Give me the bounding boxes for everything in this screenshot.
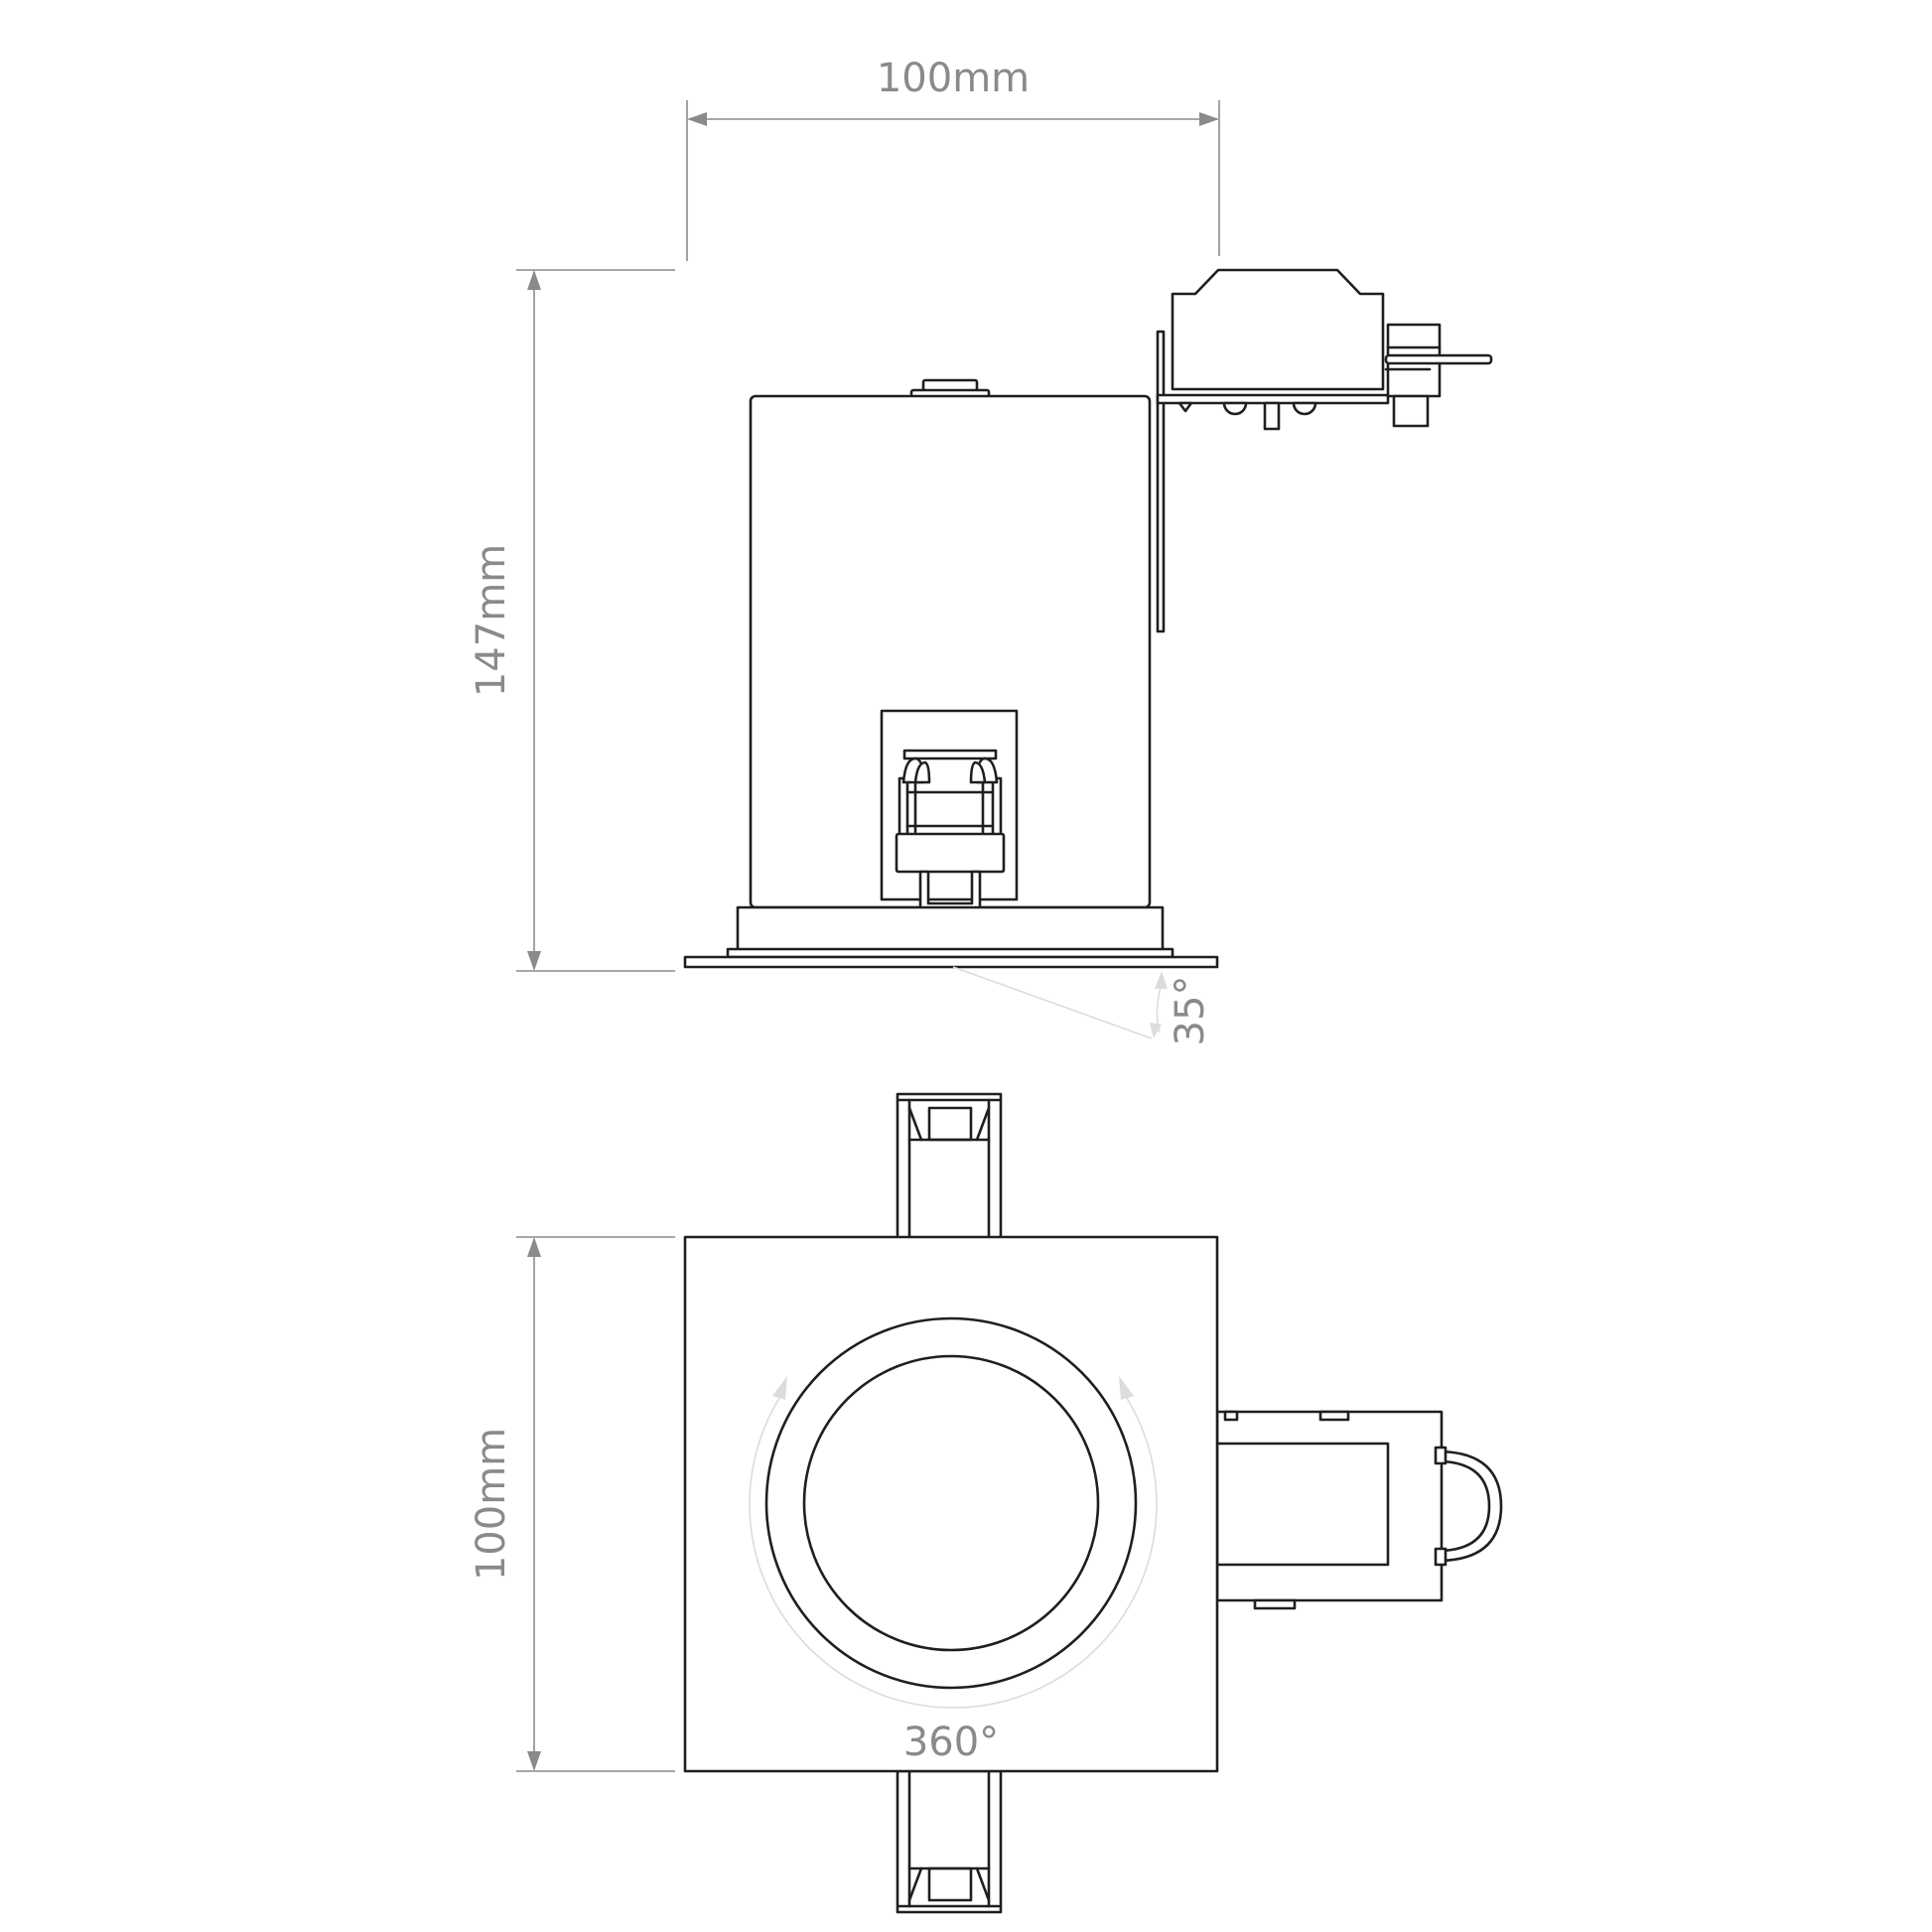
- bottom-spring-clip: [896, 1769, 1003, 1914]
- driver-box: [1171, 268, 1385, 391]
- top-height-label: 100mm: [469, 1428, 514, 1581]
- side-view: 100mm 147mm: [469, 56, 1493, 1046]
- side-width-label: 100mm: [877, 56, 1030, 101]
- lens-inner-ring: [802, 1354, 1100, 1652]
- top-height-dimension: 100mm: [469, 1236, 675, 1772]
- top-driver-foot: [1253, 1598, 1297, 1610]
- driver-bracket-arm: [1156, 330, 1166, 633]
- terminal-wire: [1384, 353, 1493, 365]
- bracket-stud: [1263, 401, 1281, 431]
- top-view: 100mm: [469, 1092, 1503, 1914]
- bracket-screw-left: [1222, 401, 1248, 416]
- spring-clip: [895, 749, 1006, 915]
- top-driver-cable-loop: [1440, 1449, 1503, 1563]
- top-driver: [1215, 1410, 1503, 1610]
- housing-collar: [736, 905, 1165, 953]
- bracket-screw-right: [1292, 401, 1317, 416]
- top-driver-inner: [1215, 1442, 1390, 1567]
- terminal-clamp: [1392, 394, 1430, 428]
- tilt-indicator: 35°: [952, 966, 1213, 1046]
- side-height-dimension: 147mm: [469, 269, 675, 972]
- side-width-dimension: 100mm: [686, 56, 1220, 261]
- tilt-angle-label: 35°: [1168, 976, 1213, 1046]
- side-height-label: 147mm: [469, 544, 514, 697]
- rotation-label: 360°: [903, 1720, 999, 1765]
- bracket-tab: [1177, 401, 1193, 413]
- rotation-indicator: 360°: [749, 1376, 1158, 1765]
- top-spring-clip: [896, 1092, 1003, 1241]
- bezel-flange: [683, 955, 1219, 969]
